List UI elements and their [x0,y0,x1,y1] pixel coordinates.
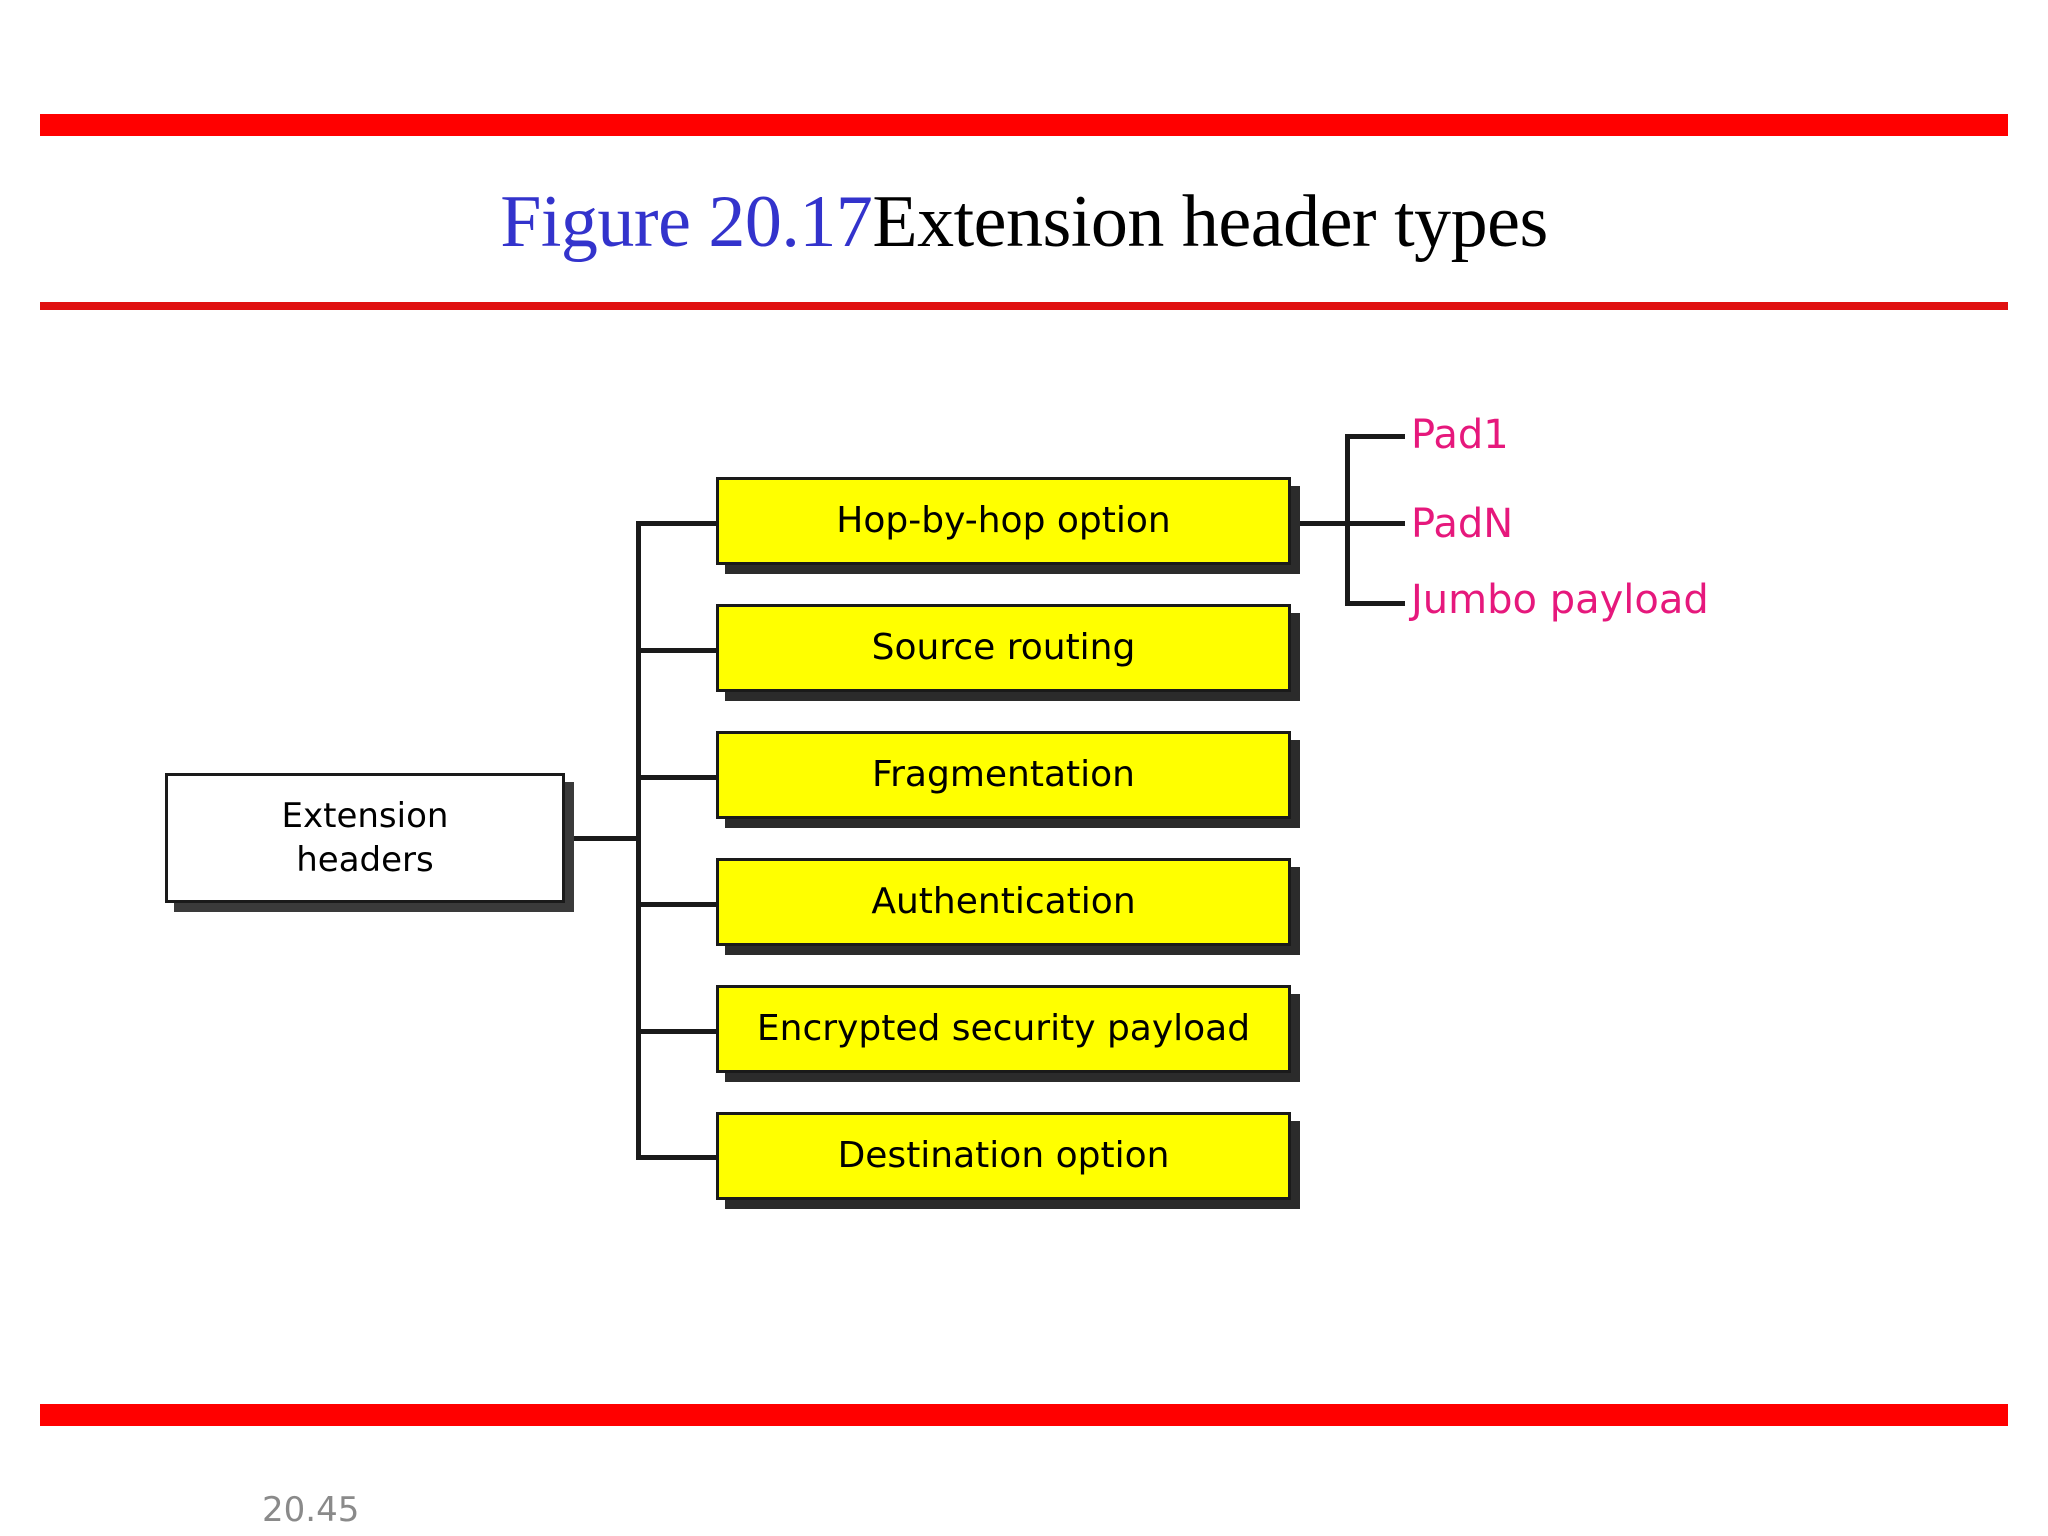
node-encrypted-security-payload-label: Encrypted security payload [756,1008,1251,1049]
connector-subtree-padn [1345,521,1405,526]
connector-branch-3 [636,775,718,780]
connector-branch-2 [636,648,718,653]
node-fragmentation-label: Fragmentation [872,754,1135,795]
connector-root-stem [565,836,640,841]
connector-branch-6 [636,1155,718,1160]
connector-subtree-stem [1291,521,1359,526]
node-destination-option[interactable]: Destination option [716,1112,1291,1200]
node-extension-headers-line1: Extension [281,796,449,836]
connector-branch-4 [636,902,718,907]
node-encrypted-security-payload[interactable]: Encrypted security payload [716,985,1291,1073]
connector-main-trunk [636,521,641,1155]
node-extension-headers[interactable]: Extension headers [165,773,565,903]
node-hop-by-hop-option[interactable]: Hop-by-hop option [716,477,1291,565]
node-authentication-label: Authentication [871,881,1136,922]
node-fragmentation[interactable]: Fragmentation [716,731,1291,819]
node-authentication[interactable]: Authentication [716,858,1291,946]
node-source-routing[interactable]: Source routing [716,604,1291,692]
connector-subtree-jumbo [1345,601,1405,606]
title-figure-number: Figure 20.17 [500,181,873,263]
option-label-padn: PadN [1411,501,1514,547]
node-hop-by-hop-option-label: Hop-by-hop option [836,500,1171,541]
connector-subtree-trunk [1345,434,1350,606]
footer-page-number: 20.45 [262,1490,360,1530]
connector-branch-1 [636,521,718,526]
option-label-jumbo-payload: Jumbo payload [1411,577,1709,623]
node-extension-headers-line2: headers [296,840,434,880]
title-red-rule [40,302,2008,310]
node-source-routing-label: Source routing [871,627,1136,668]
title-figure-caption: Extension header types [872,181,1548,263]
node-destination-option-label: Destination option [837,1135,1170,1176]
bottom-red-rule [40,1404,2008,1426]
connector-subtree-pad1 [1345,434,1405,439]
page-title: Figure 20.17Extension header types [0,176,2048,268]
top-red-rule [40,114,2008,136]
option-label-pad1: Pad1 [1411,412,1509,458]
connector-branch-5 [636,1029,718,1034]
